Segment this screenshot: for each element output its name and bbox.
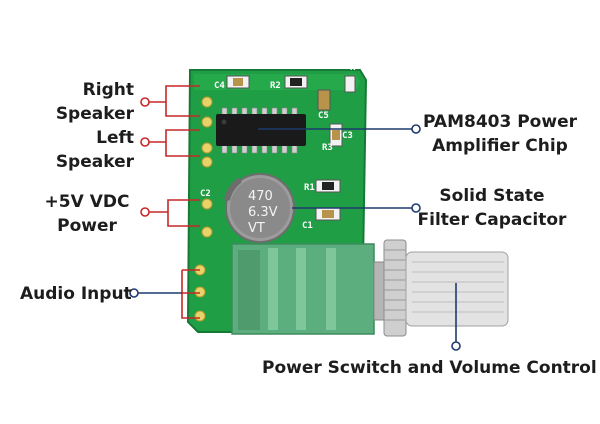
- filter-cap-line-2: Filter Capacitor: [417, 210, 567, 230]
- silk-label-3: R3: [322, 143, 333, 153]
- power-input-label: +5V VDC Power: [40, 190, 134, 238]
- cap-marking-2: VT: [248, 221, 265, 236]
- right-speaker-line-1: Right: [82, 80, 134, 100]
- right-speaker-label: Right Speaker: [40, 78, 134, 126]
- power-input-line-2: Power: [57, 216, 117, 236]
- right-callouts: [258, 124, 461, 351]
- silk-label-8: K: [350, 63, 356, 73]
- silk-label-1: R2: [270, 81, 281, 91]
- potentiometer: [231, 239, 509, 337]
- silkscreen-labels: C4 R2 C5 R3 C3 C2 R1 C1 K: [200, 63, 356, 231]
- left-speaker-label: Left Speaker: [40, 126, 134, 174]
- silk-label-4: C3: [342, 131, 353, 141]
- left-speaker-line-1: Left: [96, 128, 134, 148]
- audio-input-label: Audio Input: [20, 284, 132, 304]
- cap-marking-0: 470: [248, 189, 273, 204]
- silk-label-6: R1: [304, 183, 315, 193]
- filter-cap-label: Solid State Filter Capacitor: [412, 184, 572, 232]
- audio-input-callout: [129, 288, 182, 298]
- cap-marking-1: 6.3V: [248, 205, 278, 220]
- silk-label-2: C5: [318, 111, 329, 121]
- left-callouts: [140, 85, 200, 319]
- left-speaker-line-2: Speaker: [55, 152, 134, 172]
- right-speaker-line-2: Speaker: [55, 104, 134, 124]
- solder-pads: [194, 96, 213, 322]
- volume-control-label: Power Scwitch and Volume Control: [262, 358, 597, 378]
- amp-chip-line-1: PAM8403 Power: [423, 112, 577, 132]
- silk-label-7: C1: [302, 221, 313, 231]
- amp-chip-line-2: Amplifier Chip: [432, 136, 568, 156]
- amp-chip-label: PAM8403 Power Amplifier Chip: [420, 110, 580, 158]
- power-input-line-1: +5V VDC: [44, 192, 130, 212]
- amplifier-chip: [216, 107, 306, 154]
- filter-capacitor: 470 6.3V VT: [224, 173, 295, 246]
- silk-label-0: C4: [214, 81, 225, 91]
- silk-label-5: C2: [200, 189, 211, 199]
- smd-components: [226, 75, 356, 221]
- filter-cap-line-1: Solid State: [439, 186, 545, 206]
